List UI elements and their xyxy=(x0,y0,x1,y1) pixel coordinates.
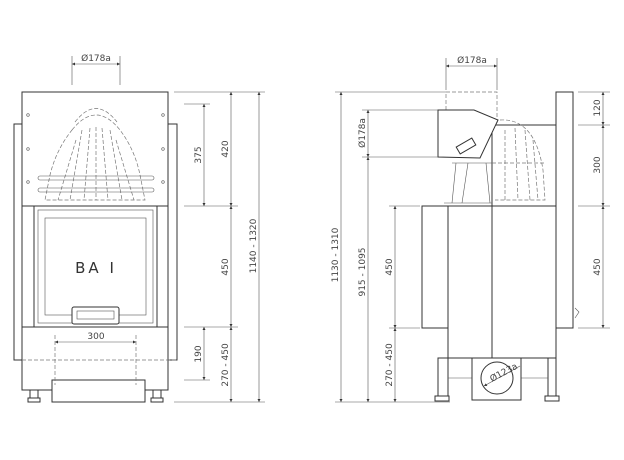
dome-heat-exchanger xyxy=(37,108,155,201)
dim-375: 375 xyxy=(194,146,204,163)
model-label: BA I xyxy=(75,259,117,277)
flue-connector xyxy=(437,109,499,204)
front-dimensions: Ø178a 300 375 420 450 1140 - 1320 190 27… xyxy=(54,53,265,403)
flue-diameter-label: Ø178a xyxy=(81,53,111,64)
dim-450: 450 xyxy=(221,258,231,275)
left-side-panel xyxy=(13,123,23,361)
main-body xyxy=(447,205,557,359)
lever-icon[interactable] xyxy=(574,307,580,319)
side-flue-side-label: Ø178a xyxy=(357,118,368,148)
side-dim-body: 450 xyxy=(385,258,395,275)
door-handle[interactable] xyxy=(71,306,120,325)
side-dim-300: 300 xyxy=(593,156,603,173)
hood-screws xyxy=(26,113,165,184)
side-dome xyxy=(492,119,546,201)
side-dim-flue-height: 915 - 1095 xyxy=(358,247,368,296)
dim-total: 1140 - 1320 xyxy=(249,218,259,273)
right-side-panel xyxy=(167,123,178,361)
side-dim-base: 270 - 450 xyxy=(385,343,395,387)
side-view: Ø123a Ø178a 1130 - 1310 Ø178a 915 - 1095… xyxy=(331,55,610,403)
air-inlet-circle xyxy=(480,361,514,395)
side-dim-total: 1130 - 1310 xyxy=(331,227,341,282)
feet xyxy=(27,389,164,403)
dim-base: 270 - 450 xyxy=(221,343,231,387)
side-dimensions: Ø178a 1130 - 1310 Ø178a 915 - 1095 450 2… xyxy=(331,55,610,403)
back-panel xyxy=(555,91,574,329)
front-panel xyxy=(421,205,449,329)
dim-420: 420 xyxy=(221,140,231,157)
side-dim-450-right: 450 xyxy=(593,258,603,275)
width-dim-label: 300 xyxy=(87,332,104,342)
dim-190: 190 xyxy=(194,345,204,362)
upper-body xyxy=(491,124,557,207)
hood-panel xyxy=(21,91,169,207)
side-legs xyxy=(434,357,560,402)
front-view: BA I Ø178a 300 xyxy=(13,53,265,403)
ash-drawer xyxy=(51,379,146,403)
side-flue-top-label: Ø178a xyxy=(457,55,487,66)
side-dim-120: 120 xyxy=(593,99,603,116)
